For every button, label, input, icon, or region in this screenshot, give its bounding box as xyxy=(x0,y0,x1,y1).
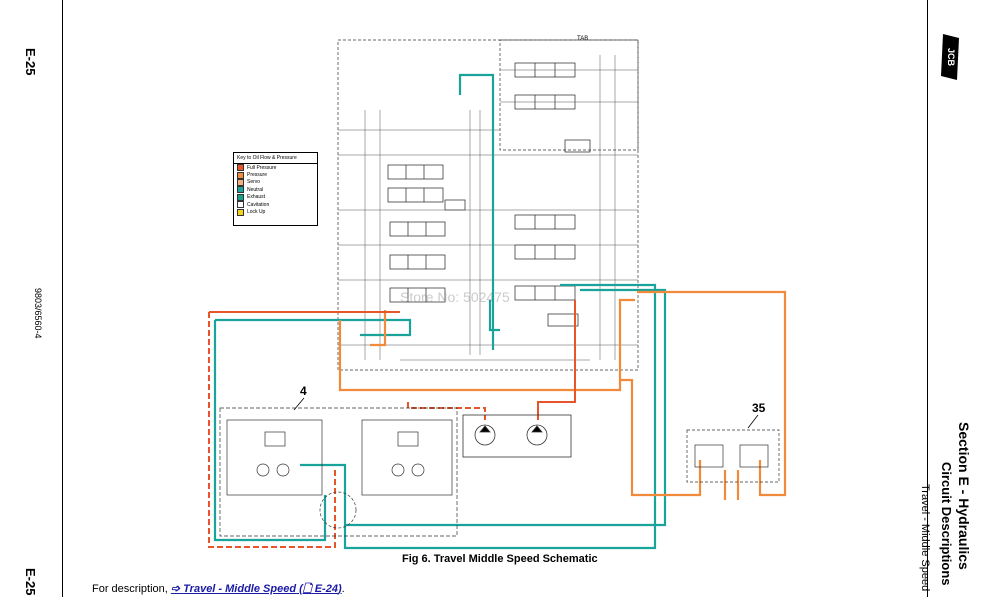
page-ref-icon: 🗋 xyxy=(302,583,312,595)
legend-label: Full Pressure xyxy=(247,164,277,171)
legend-label: Servo xyxy=(247,179,261,186)
legend-swatch xyxy=(237,171,244,179)
legend-item: Full Pressure xyxy=(234,164,317,172)
description-link[interactable]: ➩ Travel - Middle Speed (🗋 E-24) xyxy=(170,583,342,595)
pressure-lines xyxy=(338,290,787,500)
callout-4: 4 xyxy=(300,384,307,398)
link-ref: E-24 xyxy=(314,583,338,595)
logo-text: JCB xyxy=(946,48,956,67)
legend-swatch xyxy=(237,208,244,216)
legend-swatch xyxy=(237,201,244,209)
figure-caption: Fig 6. Travel Middle Speed Schematic xyxy=(402,553,598,565)
jcb-logo: JCB xyxy=(941,34,959,80)
rotary-coupling xyxy=(686,429,780,483)
callout-35: 35 xyxy=(752,401,766,415)
link-arrow-icon: ➩ xyxy=(170,583,181,595)
tab-label: TAB xyxy=(577,36,588,42)
flow-legend: Key to Oil Flow & Pressure Full Pressure… xyxy=(233,152,318,226)
link-text: Travel - Middle Speed xyxy=(183,583,297,595)
legend-swatch xyxy=(237,193,244,201)
neutral-lines xyxy=(213,73,667,550)
travel-motors xyxy=(219,407,458,537)
legend-label: Lock Up xyxy=(247,209,266,216)
valve-spools xyxy=(387,62,591,327)
legend-label: Neutral xyxy=(247,186,264,193)
valve-block-lines xyxy=(338,55,638,361)
footer-suffix: . xyxy=(341,583,345,595)
legend-item: Neutral xyxy=(234,186,317,194)
legend-swatch xyxy=(237,186,244,194)
pump-group xyxy=(462,414,572,458)
footer-description: For description, ➩ Travel - Middle Speed… xyxy=(92,580,345,599)
legend-label: Pressure xyxy=(247,172,268,179)
left-margin-rule xyxy=(62,0,63,597)
right-margin-rule xyxy=(927,0,928,597)
legend-item: Pressure xyxy=(234,171,317,179)
main-valve-block xyxy=(337,39,639,371)
footer-prefix: For description, xyxy=(92,583,168,595)
legend-item: Exhaust xyxy=(234,193,317,201)
legend-label: Cavitation xyxy=(247,201,270,208)
legend-item: Lock Up xyxy=(234,208,317,216)
legend-title: Key to Oil Flow & Pressure xyxy=(234,153,317,164)
watermark: Store No: 502475 xyxy=(400,289,510,305)
legend-item: Servo xyxy=(234,178,317,186)
full-pressure-lines xyxy=(208,300,576,548)
legend-label: Exhaust xyxy=(247,194,266,201)
legend-swatch xyxy=(237,178,244,186)
legend-item: Cavitation xyxy=(234,201,317,209)
legend-swatch xyxy=(237,164,244,172)
